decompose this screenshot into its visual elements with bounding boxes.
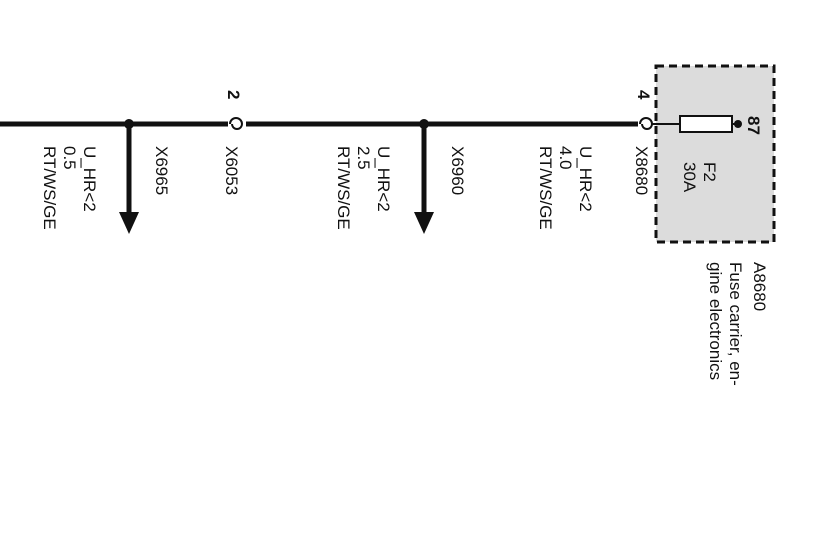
fuse-pin-dot [734,120,742,128]
connector-x6053-mark-2 [231,123,243,130]
connector-x6053-pin: 2 [224,90,243,99]
connector-x8680-id: X8680 [632,146,651,195]
splice-x6960-id: X6960 [448,146,467,195]
wire-2-size: 2.5 [354,146,373,170]
splice-x6965-arrow [119,212,139,234]
wire-1-signal: U_HR<2 [576,146,595,212]
fuse-symbol [679,115,733,133]
connector-x8680-pin: 4 [634,90,653,100]
fuse-id-label: F2 [700,162,719,182]
component-name-line1: Fuse carrier, en- [726,262,745,386]
wire-1-color: RT/WS/GE [536,146,555,230]
connector-x6053-id: X6053 [222,146,241,195]
fuse-pin-label: 87 [744,116,763,135]
component-id-label: A8680 [750,262,769,311]
splice-x6965-id: X6965 [152,146,171,195]
component-name-line2: gine electronics [706,262,725,380]
splice-x6960-arrow [414,212,434,234]
fuse-carrier-box [654,64,776,244]
wire-3-signal: U_HR<2 [80,146,99,212]
wire-3-color: RT/WS/GE [40,146,59,230]
wire-2-color: RT/WS/GE [334,146,353,230]
wire-2-signal: U_HR<2 [374,146,393,212]
fuse-rating-label: 30A [680,162,699,193]
wire-3-size: 0.5 [60,146,79,170]
connector-x6053-mark [229,117,243,125]
wire-1-size: 4.0 [556,146,575,170]
connector-x8680-mark [639,117,653,125]
connector-x8680-mark-2 [641,123,653,130]
